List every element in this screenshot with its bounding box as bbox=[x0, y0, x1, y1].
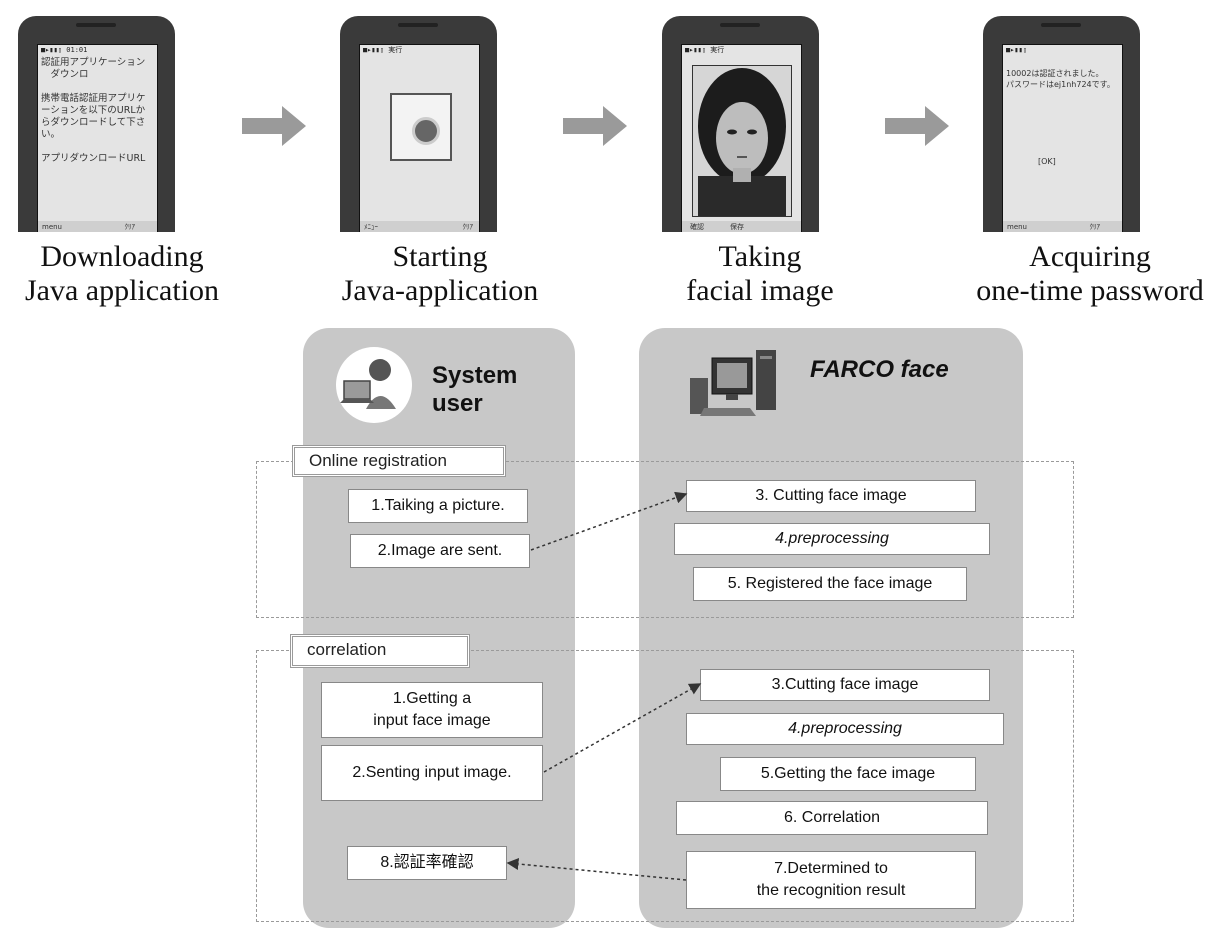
phone-screen: ■▸▮▮▯ 実行 ﾒﾆｭｰ ｸﾘｱ bbox=[359, 44, 480, 232]
camera-icon bbox=[390, 93, 452, 161]
softkey-right: ｸﾘｱ bbox=[1089, 223, 1101, 231]
softkey-left: ﾒﾆｭｰ bbox=[364, 223, 378, 231]
softkey-left: menu bbox=[1007, 223, 1027, 231]
screen-text: 認証用アプリケーション ダウンロ 携帯電話認証用アプリケーションを以下のURLか… bbox=[41, 57, 146, 164]
registration-label: Online registration bbox=[292, 445, 506, 477]
softkey-right: 保存 bbox=[730, 223, 744, 231]
phone-screen: ■▸▮▮▯ 10002は認証されました。 パスワードはej1nh724です。 [… bbox=[1002, 44, 1123, 232]
phone-download: ■▸▮▮▯ 01:01 認証用アプリケーション ダウンロ 携帯電話認証用アプリケ… bbox=[18, 16, 175, 232]
earpiece bbox=[720, 23, 760, 27]
send-input-arrow bbox=[543, 683, 702, 773]
phone-password: ■▸▮▮▯ 10002は認証されました。 パスワードはej1nh724です。 [… bbox=[983, 16, 1140, 232]
softkey-right: ｸﾘｱ bbox=[462, 223, 474, 231]
screen-text: 10002は認証されました。 パスワードはej1nh724です。 [OK] bbox=[1006, 69, 1115, 166]
face-photo-icon bbox=[693, 66, 791, 216]
softkey-left: 確認 bbox=[690, 223, 704, 231]
softkeys: menu ｸﾘｱ bbox=[1003, 221, 1122, 232]
corr-server-step-5: 5.Getting the face image bbox=[720, 757, 976, 791]
lane-title-user: System user bbox=[432, 362, 518, 417]
camera-lens bbox=[412, 117, 440, 145]
softkeys: 確認 保存 bbox=[682, 221, 801, 232]
softkeys: menu ｸﾘｱ bbox=[38, 221, 157, 232]
reg-user-step-1: 1.Taiking a picture. bbox=[348, 489, 528, 523]
result-return-arrow bbox=[506, 858, 687, 881]
registration-section bbox=[256, 461, 1074, 618]
correlation-label: correlation bbox=[290, 634, 470, 668]
status-bar: ■▸▮▮▯ bbox=[1006, 46, 1028, 54]
lane-system-user bbox=[303, 328, 575, 928]
right-arrow-icon bbox=[885, 106, 949, 146]
caption-download: Downloading Java application bbox=[24, 240, 220, 307]
phone-screen: ■▸▮▮▯ 実行 確認 保存 bbox=[681, 44, 802, 232]
softkey-left: menu bbox=[42, 223, 62, 231]
reg-server-step-4: 4.preprocessing bbox=[674, 523, 990, 555]
corr-user-step-1: 1.Getting a input face image bbox=[321, 682, 543, 738]
user-with-laptop-icon bbox=[336, 347, 412, 423]
status-bar: ■▸▮▮▯ 01:01 bbox=[41, 46, 88, 54]
corr-server-step-6: 6. Correlation bbox=[676, 801, 988, 835]
earpiece bbox=[398, 23, 438, 27]
facial-image bbox=[692, 65, 792, 217]
lane-title-server: FARCO face bbox=[810, 356, 949, 383]
corr-user-step-2: 2.Senting input image. bbox=[321, 745, 543, 801]
earpiece bbox=[1041, 23, 1081, 27]
corr-server-step-3: 3.Cutting face image bbox=[700, 669, 990, 701]
phone-screen: ■▸▮▮▯ 01:01 認証用アプリケーション ダウンロ 携帯電話認証用アプリケ… bbox=[37, 44, 158, 232]
status-bar: ■▸▮▮▯ 実行 bbox=[685, 46, 725, 54]
caption-password: Acquiring one-time password bbox=[976, 240, 1204, 307]
corr-user-step-8: 8.認証率確認 bbox=[347, 846, 507, 880]
corr-server-step-7: 7.Determined to the recognition result bbox=[686, 851, 976, 909]
right-arrow-icon bbox=[242, 106, 306, 146]
softkey-right: ｸﾘｱ bbox=[124, 223, 136, 231]
reg-server-step-3: 3. Cutting face image bbox=[686, 480, 976, 512]
corr-server-step-4: 4.preprocessing bbox=[686, 713, 1004, 745]
caption-face: Taking facial image bbox=[686, 240, 834, 307]
softkeys: ﾒﾆｭｰ ｸﾘｱ bbox=[360, 221, 479, 232]
earpiece bbox=[76, 23, 116, 27]
status-bar: ■▸▮▮▯ 実行 bbox=[363, 46, 403, 54]
right-arrow-icon bbox=[563, 106, 627, 146]
computer-workstation-icon bbox=[690, 350, 776, 416]
reg-server-step-5: 5. Registered the face image bbox=[693, 567, 967, 601]
caption-start: Starting Java-application bbox=[341, 240, 539, 307]
phone-face: ■▸▮▮▯ 実行 確認 保存 bbox=[662, 16, 819, 232]
reg-user-step-2: 2.Image are sent. bbox=[350, 534, 530, 568]
phone-start: ■▸▮▮▯ 実行 ﾒﾆｭｰ ｸﾘｱ bbox=[340, 16, 497, 232]
send-image-arrow bbox=[530, 491, 688, 551]
